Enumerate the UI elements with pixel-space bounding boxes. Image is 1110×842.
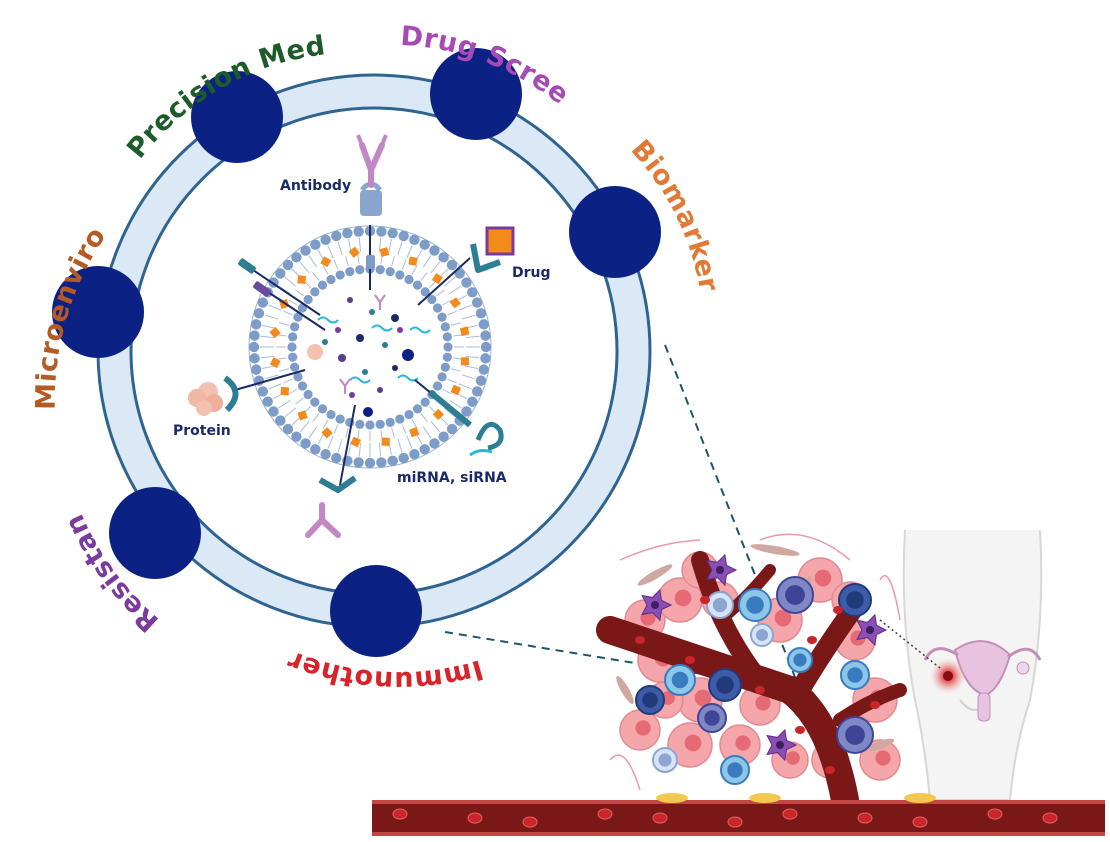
ring-node-precision-medicine bbox=[191, 71, 283, 163]
protein-icon bbox=[188, 375, 239, 416]
lipid-anchors-icon bbox=[238, 258, 271, 297]
rna-receptor-icon bbox=[428, 389, 504, 457]
label-antibody: Antibody bbox=[280, 178, 351, 194]
ring-node-resistance bbox=[109, 487, 201, 579]
ring-node-immunotherapy bbox=[330, 565, 422, 657]
tumor-microenvironment bbox=[596, 533, 907, 814]
ring-nodes bbox=[52, 48, 661, 657]
lumen-cargo bbox=[307, 294, 431, 417]
label-mirna-sirna: miRNA, siRNA bbox=[397, 470, 507, 486]
human-silhouette bbox=[879, 529, 1043, 801]
uterus-icon bbox=[923, 640, 1042, 722]
drug-icon bbox=[470, 226, 515, 273]
label-drug: Drug bbox=[512, 265, 551, 281]
antibody-icon bbox=[356, 134, 388, 269]
transmembrane-rods bbox=[234, 225, 471, 486]
ring-node-biomarkers bbox=[569, 186, 661, 278]
membrane-drug-cargo bbox=[269, 246, 470, 448]
red-blood-cells bbox=[392, 596, 1058, 828]
ring-node-microenvironment bbox=[52, 266, 144, 358]
blood-vessel bbox=[372, 596, 1105, 836]
ring-node-drug-screening bbox=[430, 48, 522, 140]
receptor-antibody-icon bbox=[305, 475, 357, 538]
immune-cells bbox=[635, 553, 888, 785]
label-protein: Protein bbox=[173, 423, 231, 439]
